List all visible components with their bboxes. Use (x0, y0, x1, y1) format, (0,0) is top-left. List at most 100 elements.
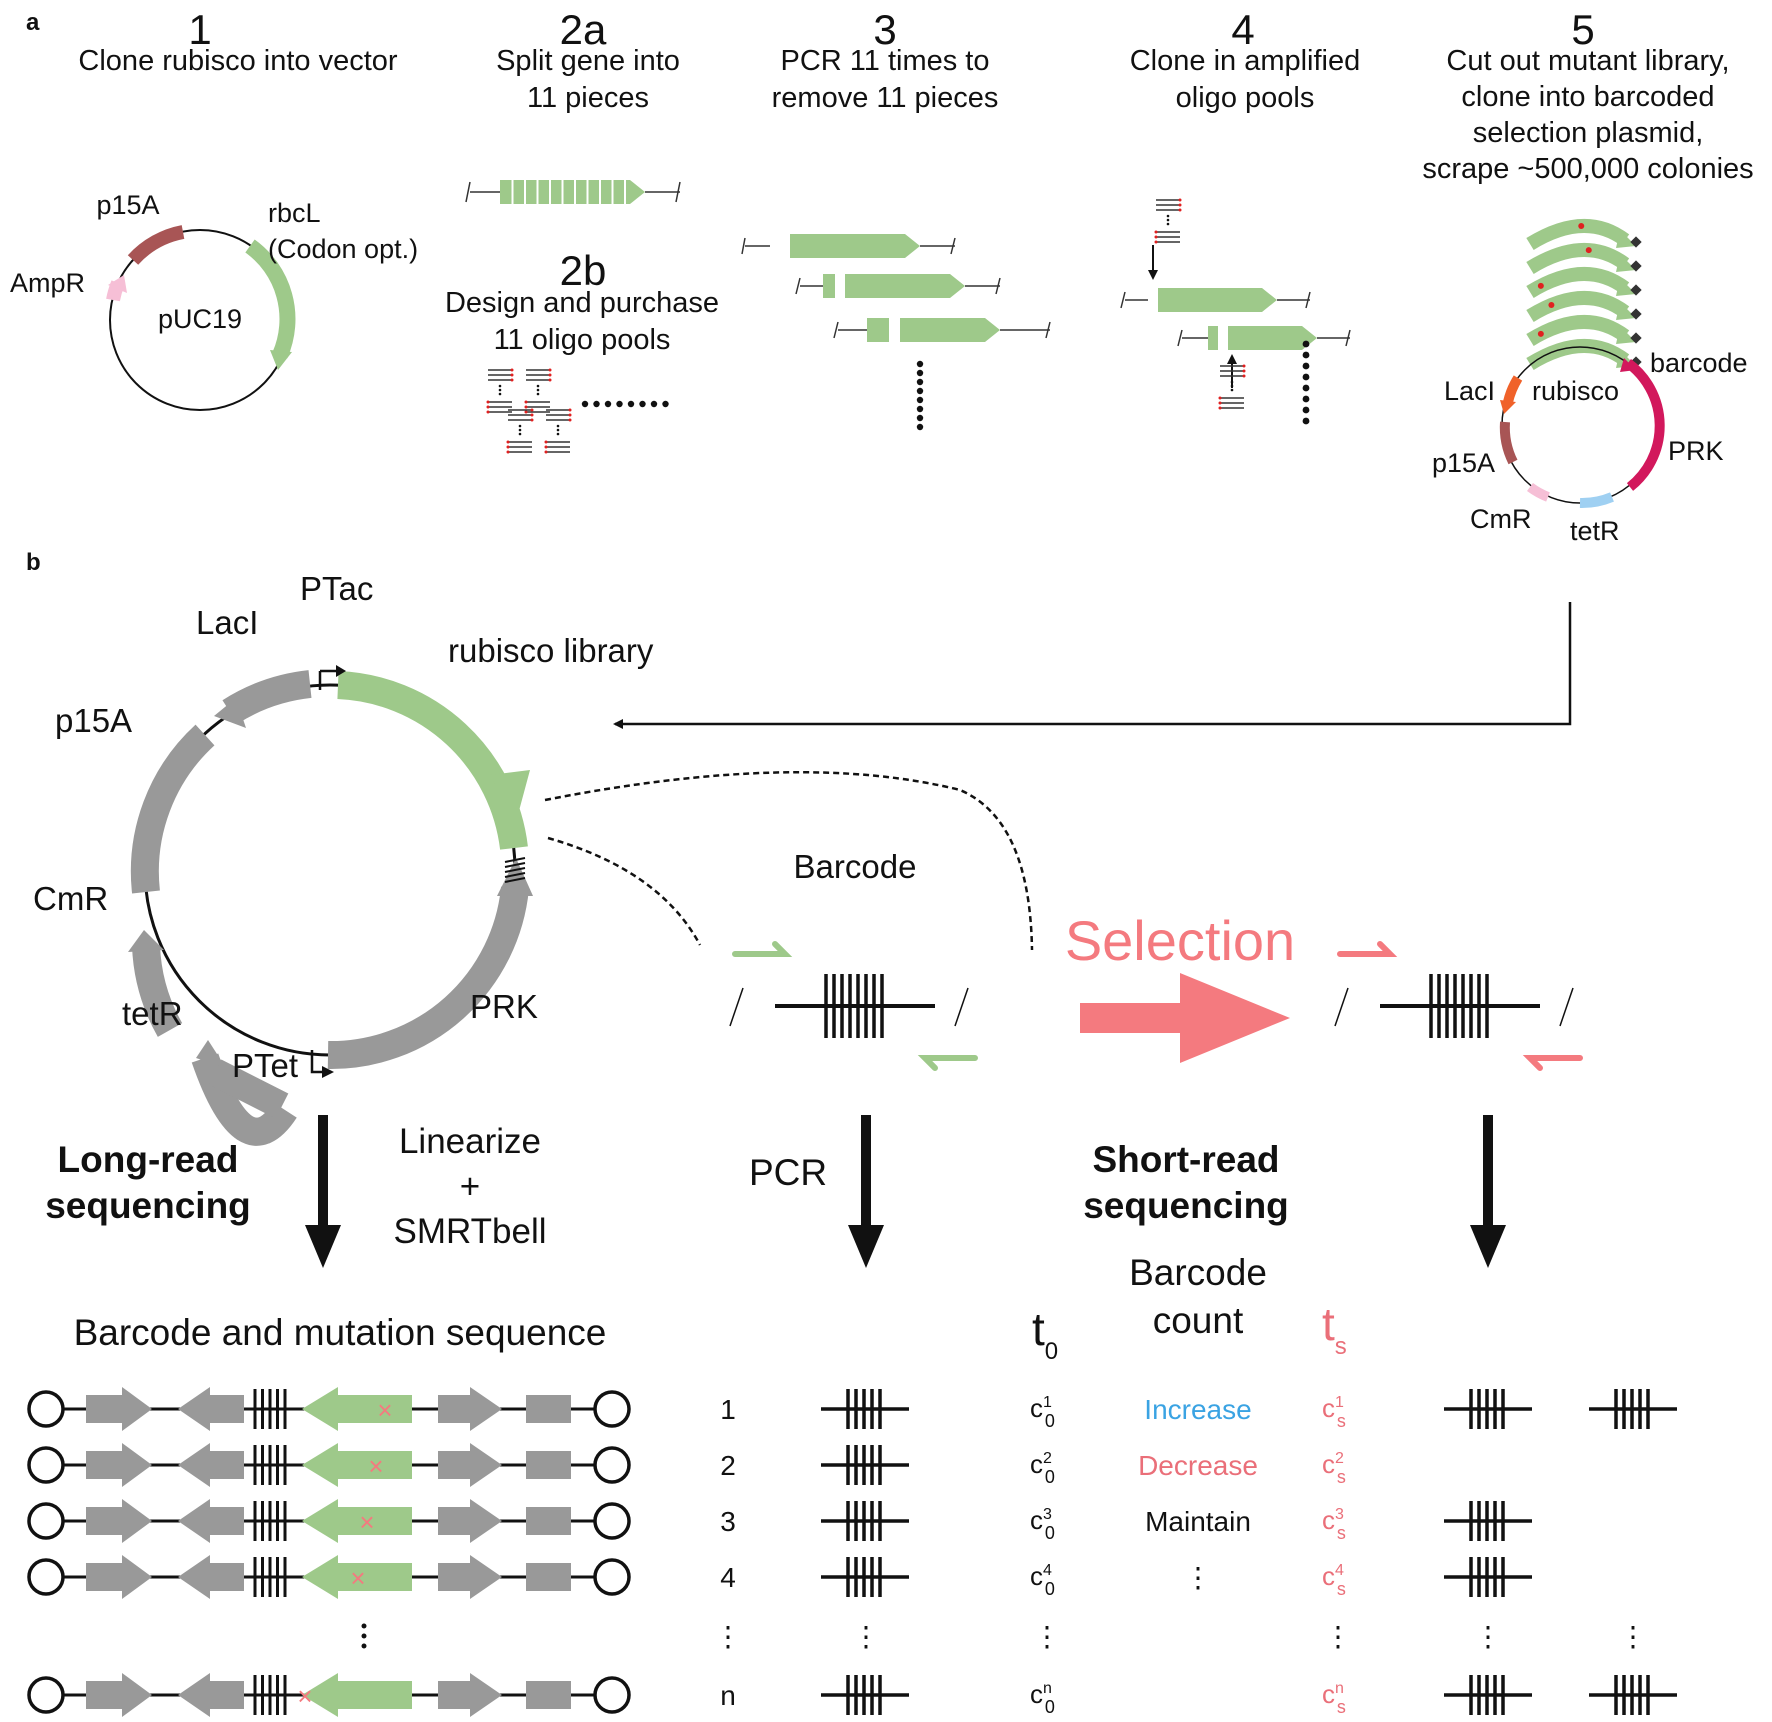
label-p15a: p15A (96, 190, 159, 220)
gene-block (526, 1563, 571, 1591)
laci-feature (222, 670, 312, 724)
count-change-label: Maintain (1145, 1506, 1251, 1537)
gene-arrow-forward (438, 1387, 502, 1431)
ellipsis-dot (593, 400, 600, 408)
row-index: ⋮ (714, 1621, 742, 1652)
cmr-feature (1527, 482, 1550, 502)
step-number: 4 (1231, 6, 1254, 53)
mutation-dot (1178, 198, 1182, 202)
smrtbell-adapter-icon (27, 1676, 65, 1714)
arc-arrowhead (1616, 326, 1636, 344)
split-gene-diagram (465, 180, 681, 204)
smrtbell-adapter-icon (593, 1390, 631, 1428)
mutation-dot (548, 368, 552, 372)
row-index: 2 (720, 1450, 736, 1481)
vertical-ellipsis: ⋮ (852, 1621, 880, 1652)
mutation-dot (510, 373, 514, 377)
p15a-feature (127, 225, 185, 265)
ptac-promoter-icon (318, 669, 336, 690)
barcode-ts (1444, 1389, 1532, 1429)
zoom-guide-line (547, 836, 702, 946)
ellipsis-dot (604, 400, 612, 408)
ellipsis-dot (1302, 373, 1310, 381)
arc-arrowhead (1616, 230, 1636, 248)
long-read-result-title: Barcode and mutation sequence (74, 1312, 607, 1353)
ellipsis-dot (916, 369, 924, 377)
smrtbell-adapter-icon (593, 1446, 631, 1484)
ellipsis-dot (916, 387, 924, 395)
step-text: PCR 11 times to (781, 45, 990, 77)
ellipsis-dot (1230, 384, 1234, 388)
row-index: n (720, 1680, 736, 1711)
mutation-mark: × (377, 1395, 392, 1425)
gene-arrow-forward (438, 1673, 502, 1717)
oligo-pool-icon (506, 408, 534, 454)
short-read-title: Short-read (1092, 1139, 1279, 1180)
barcode-t0 (821, 1557, 909, 1597)
barcode-ts (1589, 1389, 1677, 1429)
label-tetr: tetR (122, 995, 183, 1032)
barcode-region-ts (1334, 941, 1583, 1071)
mutation-dot (1178, 203, 1182, 207)
oligo-pools (486, 368, 572, 454)
ellipsis-dot (536, 384, 540, 388)
ellipsis-dot (627, 400, 635, 408)
mutation-dot (506, 445, 510, 449)
step-number: 2b (560, 247, 607, 294)
barcode-t0 (821, 1445, 909, 1485)
pcr-fragments (741, 234, 1051, 342)
ellipsis-dot (581, 400, 589, 408)
mutation-dot (544, 440, 548, 444)
prep-step: + (460, 1167, 480, 1206)
ellipsis-dot (498, 392, 502, 396)
gene-arrow-forward (86, 1443, 152, 1487)
rubisco-gene (302, 1499, 412, 1543)
rbcl-arrowhead (270, 350, 292, 370)
mutation-dot (506, 440, 510, 444)
rubisco-variant-arc (1526, 314, 1630, 347)
gene-arrow-forward (86, 1673, 152, 1717)
ellipsis-dot (556, 424, 560, 428)
ptet-promoter-icon (310, 1050, 322, 1074)
ellipsis-dot (518, 424, 522, 428)
linear-read: × (27, 1673, 631, 1717)
rubisco-arrowhead (490, 770, 530, 822)
barcode-t0 (821, 1501, 909, 1541)
row-index: 3 (720, 1506, 736, 1537)
prk-feature (327, 886, 529, 1070)
step-text: 11 pieces (527, 82, 649, 114)
ellipsis-dot (556, 432, 560, 436)
step-text: clone into barcoded (1461, 81, 1714, 113)
prep-step: Linearize (399, 1122, 541, 1161)
barcode-label: Barcode (794, 848, 917, 885)
linear-read: × (27, 1499, 631, 1543)
gene-block (526, 1451, 571, 1479)
step-text: Clone rubisco into vector (78, 45, 397, 77)
mutation-dot (568, 418, 572, 422)
ellipsis-dot (1302, 395, 1310, 403)
rubisco-gene (302, 1443, 412, 1487)
gene-arrow-forward (86, 1387, 152, 1431)
vertical-ellipsis: ⋮ (1619, 1621, 1647, 1652)
step-text: oligo pools (1176, 82, 1315, 114)
count-change-label: Decrease (1138, 1450, 1258, 1481)
barcode-ts (1444, 1557, 1532, 1597)
smrtbell-adapter-icon (27, 1502, 65, 1540)
pcr-arrow (848, 1115, 884, 1268)
barcode-marks (504, 857, 526, 883)
long-read-title: Long-read (58, 1139, 239, 1180)
selection-plasmid-b: PTac LacI rubisco library p15A CmR tetR … (33, 570, 654, 1146)
ts-label: ts (1322, 1298, 1347, 1360)
ellipsis-dot (1230, 388, 1234, 392)
mutation-mark: × (350, 1563, 365, 1593)
ellipsis-dot (639, 400, 646, 408)
rubisco-variant-arc (1526, 242, 1630, 275)
gene-fragment (900, 318, 1000, 342)
ellipsis-dot (498, 388, 502, 392)
rubisco-variant-arc (1526, 218, 1630, 251)
label-ampr: AmpR (10, 268, 85, 298)
step-2a-header: 2a Split gene into 11 pieces (496, 6, 680, 114)
